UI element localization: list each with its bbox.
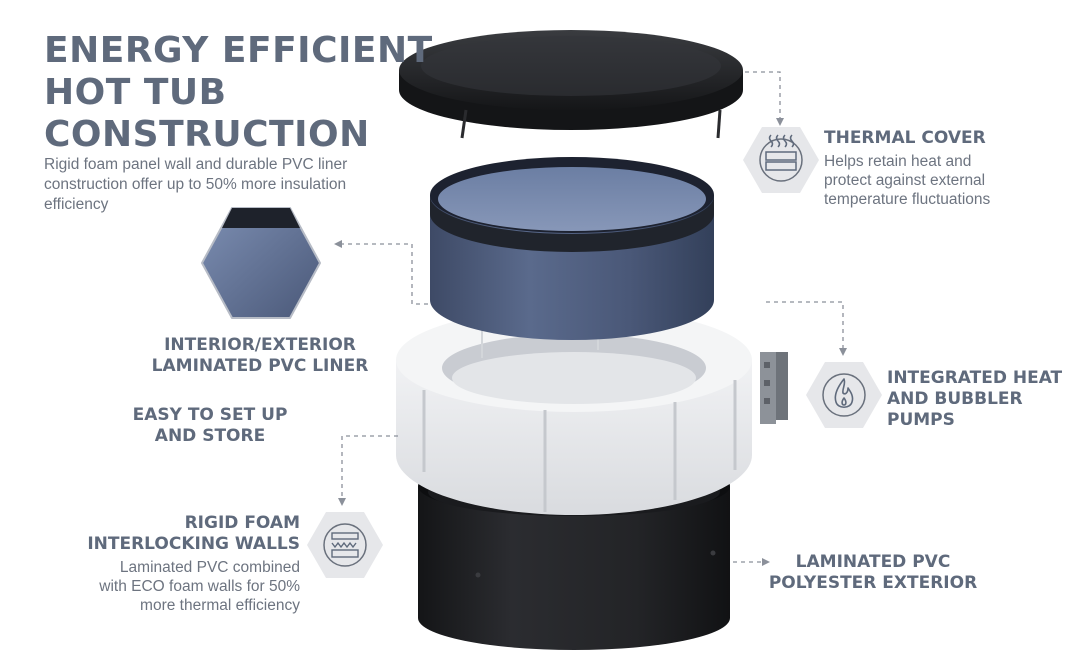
foam-walls-heading-2: INTERLOCKING WALLS <box>87 534 300 554</box>
foam-layers-icon <box>331 532 359 558</box>
foam-walls-desc-3: more thermal efficiency <box>140 597 300 614</box>
callout-connectors <box>341 71 844 563</box>
title-line-3: CONSTRUCTION <box>44 114 370 155</box>
thermal-cover-desc-3: temperature fluctuations <box>824 191 991 208</box>
liner-heading-1: INTERIOR/EXTERIOR <box>164 335 356 355</box>
setup-heading-2: AND STORE <box>154 426 266 446</box>
thermal-cover-graphic <box>399 30 743 139</box>
title-line-2: HOT TUB <box>44 72 227 113</box>
heat-pumps-heading-2: AND BUBBLER <box>887 389 1023 409</box>
pvc-liner-graphic <box>430 157 714 340</box>
callout-arrowheads <box>334 118 847 566</box>
exterior-heading-2: POLYESTER EXTERIOR <box>768 573 978 593</box>
title-line-1: ENERGY EFFICIENT <box>44 30 433 71</box>
subtitle-line-2: construction offer up to 50% more insula… <box>44 176 347 193</box>
heat-pumps-heading-1: INTEGRATED HEAT <box>887 368 1063 388</box>
callout-exterior: LAMINATED PVC POLYESTER EXTERIOR <box>768 552 978 594</box>
foam-walls-desc-1: Laminated PVC combined <box>119 559 300 576</box>
foam-walls-desc-2: with ECO foam walls for 50% <box>99 578 300 595</box>
thermal-cover-heading: THERMAL COVER <box>824 128 986 148</box>
heat-pump-badge <box>806 362 882 428</box>
exterior-heading-1: LAMINATED PVC <box>795 552 951 572</box>
liner-swatch-graphic <box>201 207 321 319</box>
callout-foam-walls: RIGID FOAM INTERLOCKING WALLS Laminated … <box>60 513 300 615</box>
callout-heat-pumps: INTEGRATED HEAT AND BUBBLER PUMPS <box>887 368 1062 431</box>
subtitle-line-3: efficiency <box>44 196 109 213</box>
pump-module-graphic <box>760 352 788 424</box>
thermal-cover-desc-2: protect against external <box>824 172 986 189</box>
heat-pumps-heading-3: PUMPS <box>887 410 955 430</box>
subtitle-line-1: Rigid foam panel wall and durable PVC li… <box>44 156 348 173</box>
callout-liner: INTERIOR/EXTERIOR LAMINATED PVC LINER <box>150 335 370 377</box>
foam-wall-ring-graphic <box>396 308 752 515</box>
setup-heading-1: EASY TO SET UP <box>132 405 288 425</box>
flame-icon <box>834 378 854 409</box>
page-subtitle: Rigid foam panel wall and durable PVC li… <box>44 155 389 215</box>
callout-thermal-cover: THERMAL COVER Helps retain heat and prot… <box>824 128 990 209</box>
callout-setup: EASY TO SET UP AND STORE <box>130 405 290 447</box>
thermal-cover-desc-1: Helps retain heat and <box>824 153 972 170</box>
heat-cover-icon <box>765 134 797 171</box>
liner-heading-2: LAMINATED PVC LINER <box>151 356 369 376</box>
page-title: ENERGY EFFICIENT HOT TUB CONSTRUCTION <box>44 30 433 156</box>
foam-walls-heading-1: RIGID FOAM <box>184 513 300 533</box>
